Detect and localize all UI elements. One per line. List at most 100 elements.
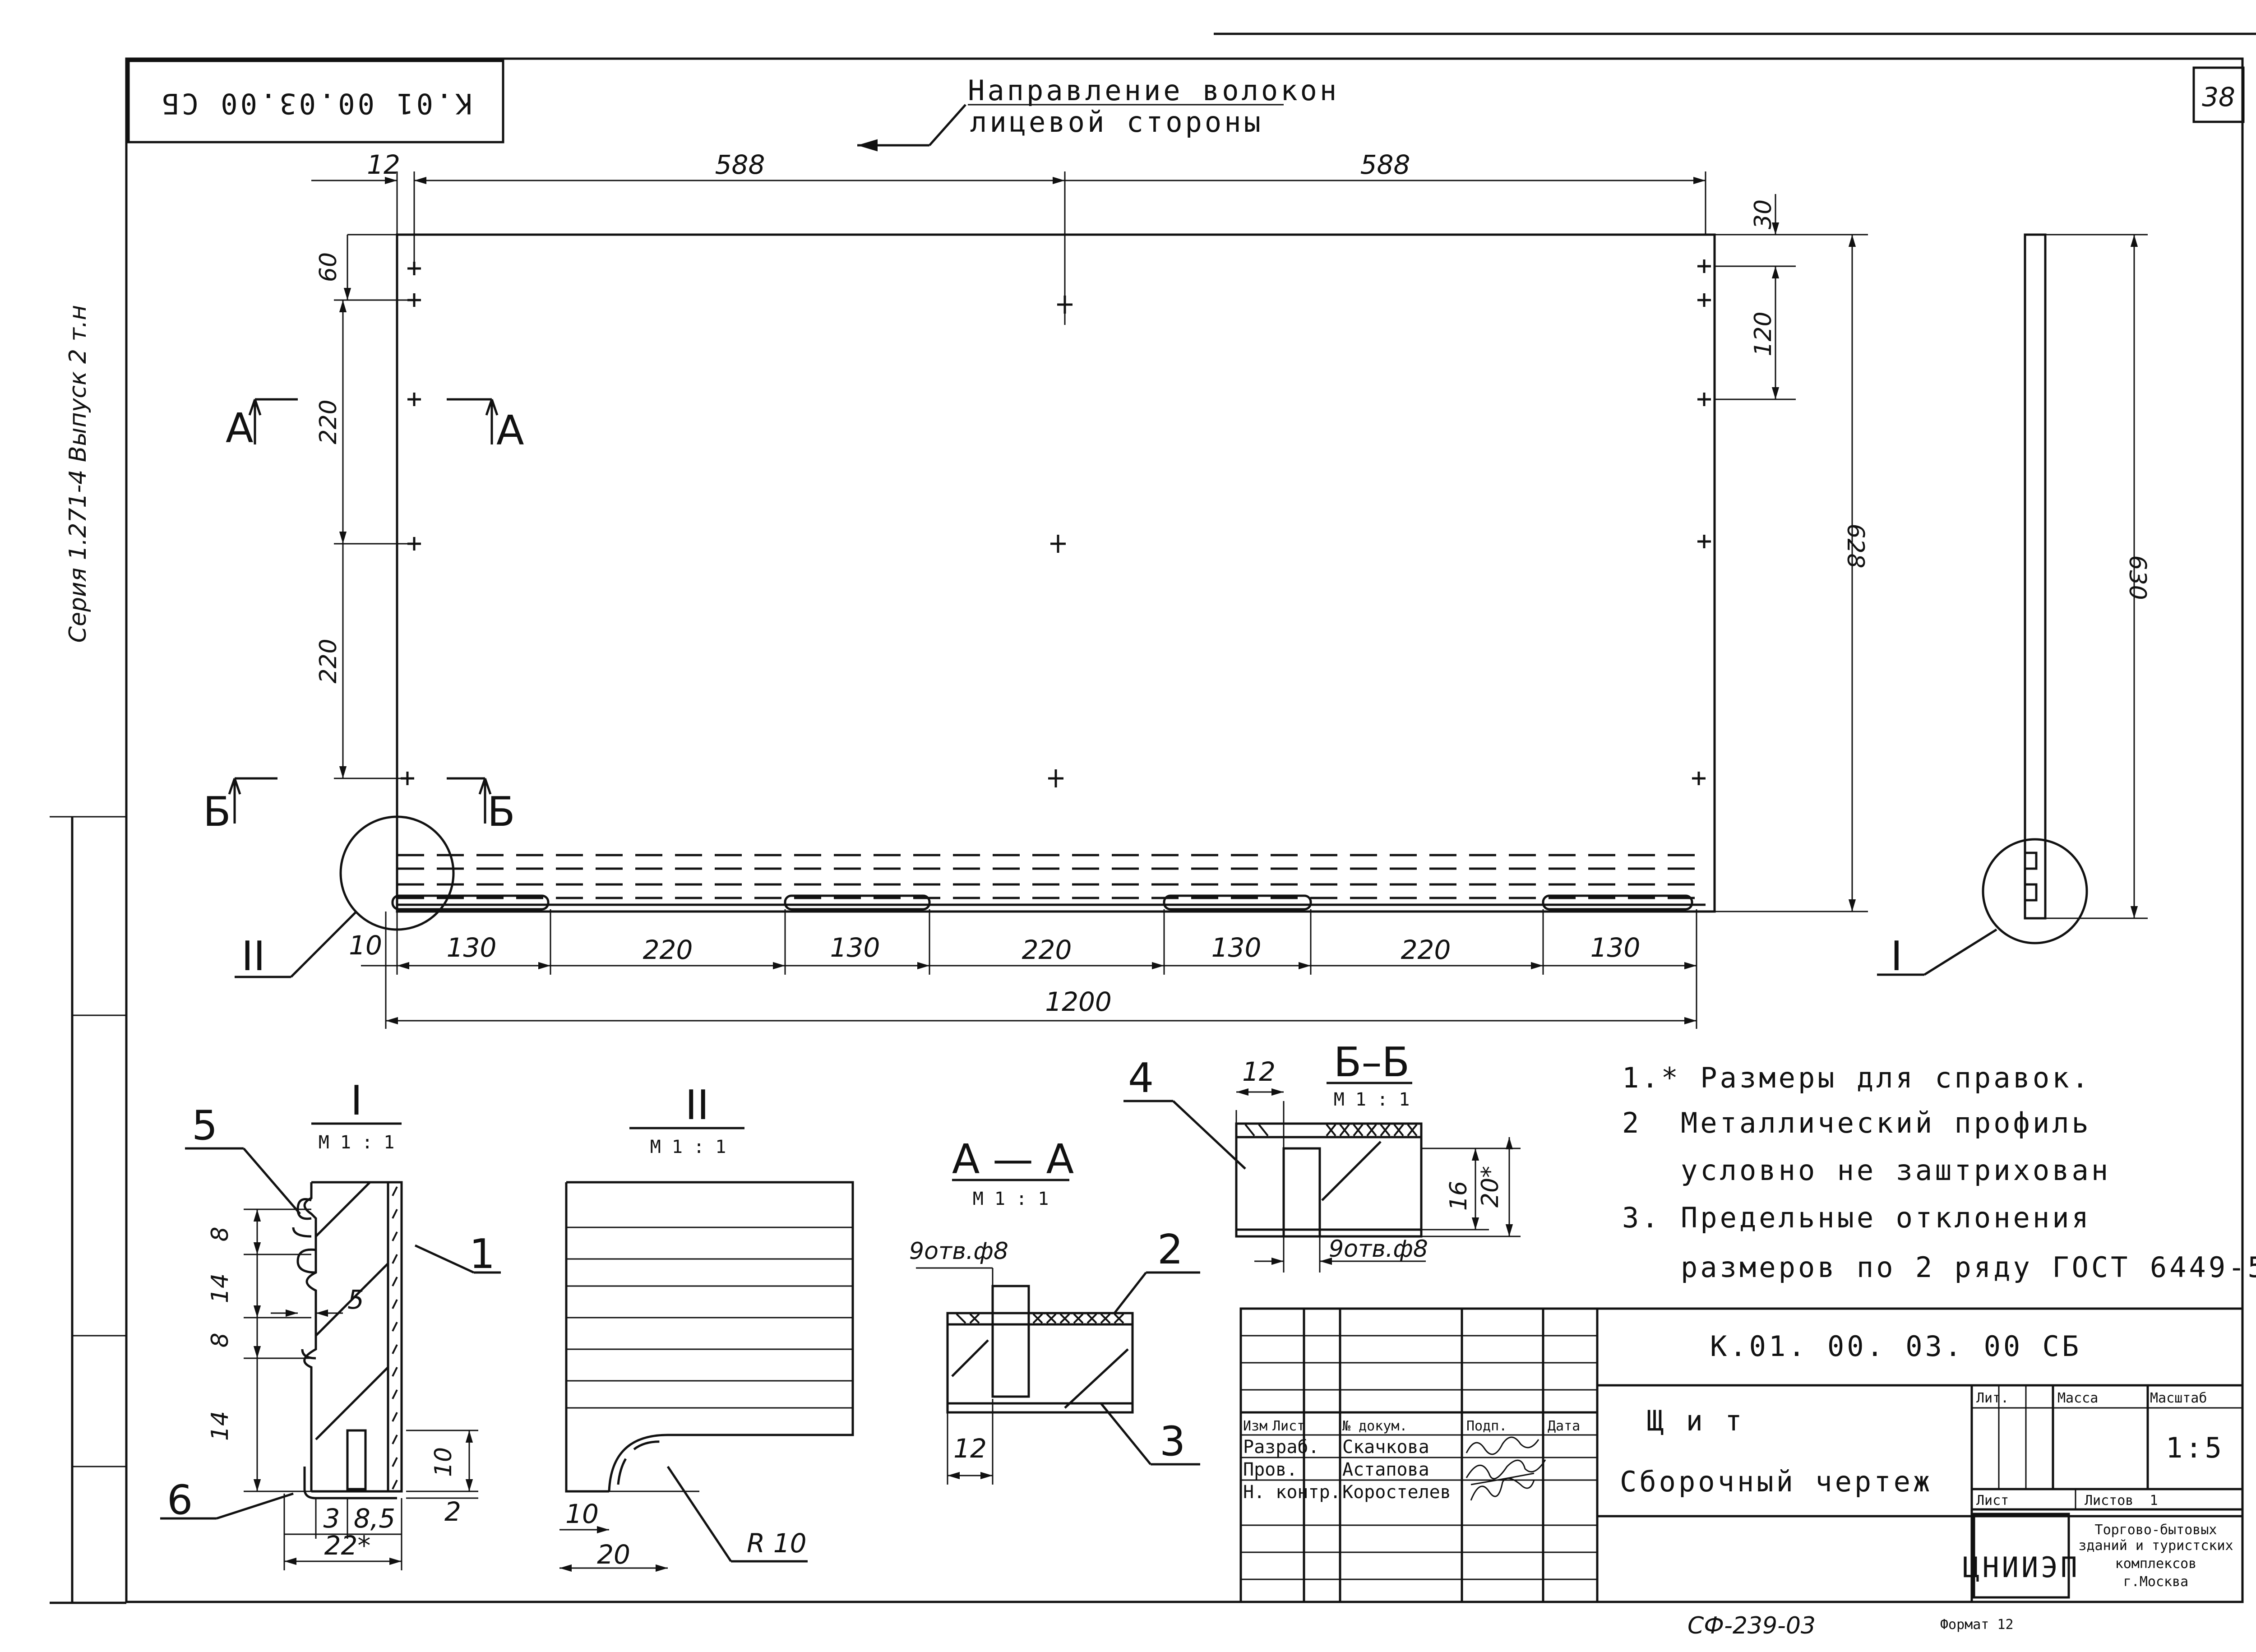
detail-i-dim-8b: 8: [207, 1333, 234, 1347]
detail-i-dim-22: 22*: [324, 1530, 371, 1561]
detail-ii: II М 1 : 1 10 20 R 10: [559, 1082, 854, 1572]
callout-ii: II: [235, 815, 455, 980]
tb-col-scale: Масштаб: [2150, 1390, 2207, 1406]
section-bb: Б–Б М 1 : 1 12 16 20* 9отв.ф8 4: [1123, 1039, 1521, 1273]
tb-name: Щ и т: [1647, 1404, 1745, 1437]
callout-ii-label: II: [241, 933, 265, 980]
detail-i-dim-85: 8,5: [354, 1503, 395, 1534]
section-a-left: А: [226, 405, 254, 452]
detail-i-leader-6: 6: [167, 1476, 193, 1524]
detail-i-dim-5: 5: [347, 1284, 364, 1315]
screw-marks: [401, 259, 1711, 787]
section-aa-title: А — А: [952, 1136, 1074, 1183]
tb-role-2: Пров.: [1243, 1459, 1297, 1480]
tb-header-sign: Подп.: [1466, 1418, 1507, 1434]
tb-org-line1: Торгово-бытовых: [2095, 1522, 2217, 1538]
sheet-number-box: 38: [2192, 66, 2245, 123]
dim-side-height: 630: [2124, 555, 2151, 600]
sheet-frame: [50, 32, 2256, 1604]
detail-i-dim-14a: 14: [207, 1273, 234, 1303]
section-bb-title: Б–Б: [1334, 1039, 1410, 1086]
callout-i-label: I: [1891, 933, 1903, 980]
title-block: Изм Лист № докум. Подп. Дата Разраб. Ска…: [1239, 1307, 2244, 1603]
detail-i-leader-1: 1: [469, 1231, 495, 1278]
note-3: 3. Предельные отклонения: [1622, 1201, 2091, 1234]
dim-left-60: 60: [315, 252, 342, 282]
tb-scale-value: 1:5: [2166, 1431, 2224, 1464]
tb-org-logo: ЦНИИЭП: [1963, 1551, 2080, 1584]
dim-right-120: 120: [1750, 311, 1777, 356]
section-aa-dim-12: 12: [953, 1433, 987, 1464]
tb-col-lit: Лит.: [1976, 1390, 2009, 1406]
tb-name-3: Коростелев: [1342, 1482, 1451, 1503]
right-dimensions: 30 120 628: [1715, 194, 1869, 912]
section-aa-leader-3: 3: [1160, 1418, 1185, 1465]
dim-bottom-10: 10: [349, 930, 382, 961]
dim-total: 1200: [1045, 986, 1112, 1017]
dim-bottom-220b: 220: [1022, 935, 1072, 965]
note-3b: размеров по 2 ряду ГОСТ 6449-53: [1622, 1251, 2256, 1284]
rotated-code-box: К.01 00.03.00 СБ: [127, 60, 504, 143]
section-bb-dim-20: 20*: [1477, 1166, 1504, 1208]
bottom-dimensions: 10 130 220 130 220 130 220 130 1200: [349, 909, 1697, 1029]
tb-org-line4: г.Москва: [2123, 1574, 2189, 1590]
detail-ii-dim-20: 20: [597, 1539, 630, 1570]
detail-i-scale: М 1 : 1: [319, 1132, 395, 1153]
tb-subtitle: Сборочный чертеж: [1620, 1465, 1932, 1498]
detail-i-dim-10: 10: [430, 1447, 457, 1477]
detail-i-title: I: [351, 1077, 363, 1124]
signature-2: [1465, 1459, 1546, 1485]
tb-header-list: Лист: [1272, 1418, 1305, 1434]
section-a-right: А: [496, 407, 524, 454]
tb-col-mass: Масса: [2057, 1390, 2098, 1406]
detail-i: I М 1 : 1 8 14 8 14 5 10: [160, 1077, 501, 1570]
detail-i-dim-2: 2: [444, 1496, 461, 1527]
section-bb-leader-4: 4: [1128, 1055, 1154, 1102]
footer-format: Формат 12: [1940, 1617, 2014, 1633]
detail-ii-radius: R 10: [747, 1528, 807, 1559]
section-b-mark: Б Б: [203, 777, 515, 836]
panel-side-view: I 630: [1877, 233, 2151, 980]
dim-bottom-130b: 130: [830, 932, 880, 963]
tb-header-date: Дата: [1548, 1418, 1580, 1434]
tb-doc-code: К.01. 00. 03. 00 СБ: [1710, 1330, 2081, 1363]
fiber-direction-line2: лицевой стороны: [970, 106, 1263, 139]
sheet-number: 38: [2202, 82, 2235, 112]
tb-name-2: Астапова: [1342, 1459, 1429, 1480]
footer-stamp: СФ-239-03: [1687, 1612, 1816, 1639]
left-dimensions: 60 220 220: [315, 234, 414, 779]
detail-ii-dim-10: 10: [565, 1499, 599, 1529]
section-aa: А — А М 1 : 1 9отв.ф8 12 2 3: [909, 1136, 1200, 1485]
tb-header-izm: Изм: [1243, 1418, 1267, 1434]
section-bb-dim-16: 16: [1445, 1181, 1472, 1211]
note-2: 2 Металлический профиль: [1622, 1106, 2091, 1139]
dim-height: 628: [1842, 523, 1869, 568]
dim-top-a: 588: [715, 149, 765, 180]
section-bb-scale: М 1 : 1: [1334, 1089, 1410, 1110]
dim-bottom-220a: 220: [643, 935, 693, 965]
detail-i-leader-5: 5: [192, 1102, 217, 1149]
tb-role-3: Н. контр.: [1243, 1482, 1341, 1503]
tb-org-line3: комплексов: [2115, 1556, 2197, 1572]
tb-sheets-label: Листов 1: [2085, 1493, 2158, 1509]
dim-top-b: 588: [1360, 149, 1410, 180]
top-dimensions: 12 588 588: [311, 149, 1706, 325]
section-aa-scale: М 1 : 1: [973, 1189, 1049, 1209]
footer: СФ-239-03 Формат 12: [1687, 1612, 2014, 1639]
dim-bottom-220c: 220: [1401, 935, 1451, 965]
section-bb-dim-12: 12: [1242, 1056, 1276, 1087]
section-bb-holes: 9отв.ф8: [1329, 1236, 1428, 1263]
section-b-left: Б: [203, 788, 231, 836]
detail-i-dim-14b: 14: [207, 1411, 234, 1441]
dim-right-30: 30: [1750, 199, 1777, 229]
detail-ii-scale: М 1 : 1: [650, 1137, 726, 1157]
note-1: 1.* Размеры для справок.: [1622, 1061, 2091, 1094]
section-aa-leader-2: 2: [1157, 1226, 1183, 1273]
dim-bottom-130a: 130: [447, 932, 497, 963]
tb-name-1: Скачкова: [1342, 1437, 1429, 1458]
detail-i-dim-3: 3: [324, 1503, 340, 1534]
detail-i-dim-8a: 8: [207, 1226, 234, 1241]
signature-1: [1465, 1436, 1539, 1455]
dim-top-left: 12: [367, 149, 400, 180]
dim-bottom-130c: 130: [1211, 932, 1262, 963]
